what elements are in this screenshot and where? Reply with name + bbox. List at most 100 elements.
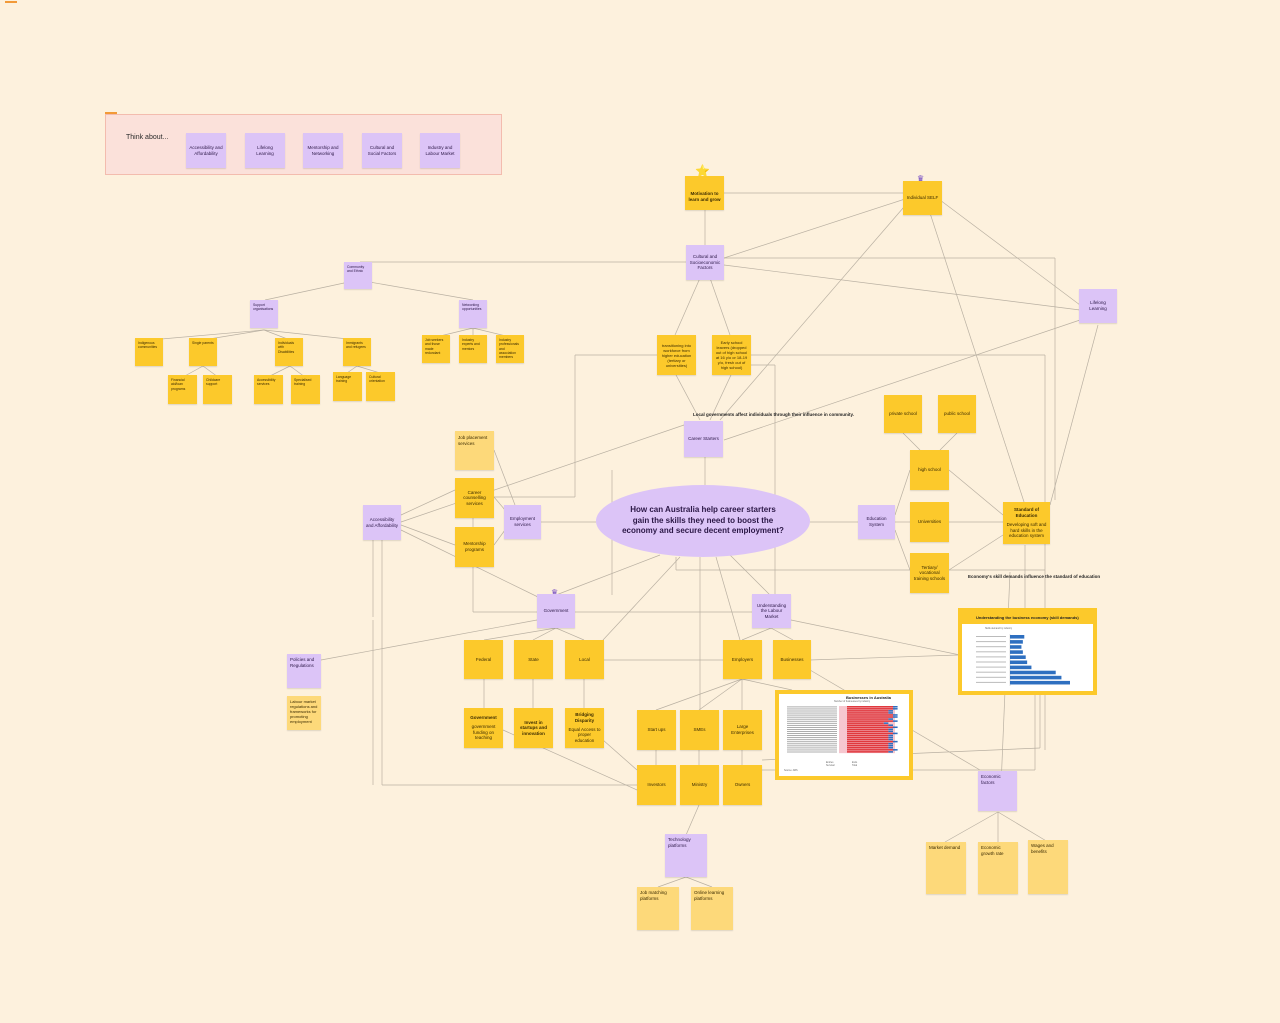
businesses-legend-0: Entries xyxy=(826,761,834,764)
note-wages-benefits[interactable]: Wages and benefits xyxy=(1028,840,1068,894)
note-job-placement[interactable]: Job placement services xyxy=(455,431,494,470)
think-item-cultural[interactable]: Cultural and Social Factors xyxy=(362,133,402,168)
note-market-demand[interactable]: Market demand xyxy=(926,842,966,894)
note-transitioning[interactable]: transitioning into workforce from higher… xyxy=(657,335,696,375)
note-employment-services[interactable]: Employment services xyxy=(504,505,541,539)
note-labour-regulations[interactable]: Labour market regulations and frameworks… xyxy=(287,696,321,730)
note-bridging-disparity[interactable]: Bridging Disparity Equal Access to prope… xyxy=(565,708,604,748)
note-investors[interactable]: Investors xyxy=(637,765,676,805)
note-accessibility-affordability[interactable]: Accessibility and Affordability xyxy=(363,505,401,540)
note-smes[interactable]: SMEs xyxy=(680,710,719,750)
star-icon: ⭐ xyxy=(695,164,710,178)
note-industry-experts[interactable]: Industry experts and mentors xyxy=(459,335,487,363)
skills-bar xyxy=(1010,665,1032,670)
businesses-bar xyxy=(893,720,898,722)
note-state[interactable]: State xyxy=(514,640,553,679)
note-high-school[interactable]: high school xyxy=(910,450,949,490)
businesses-bar xyxy=(847,732,893,735)
note-understanding-labour[interactable]: Understanding the Labour Market xyxy=(752,594,791,628)
note-community[interactable]: Community and Ethnic xyxy=(344,262,372,289)
businesses-bar xyxy=(888,730,893,733)
businesses-bar xyxy=(847,738,889,741)
note-language-training[interactable]: Language training xyxy=(333,372,362,401)
note-financial-aid[interactable]: Financial aid/loan programs xyxy=(168,375,197,404)
note-cultural-factors[interactable]: Cultural and Socioeconomic Factors xyxy=(686,245,724,280)
businesses-bar xyxy=(893,740,898,743)
note-accessibility-services[interactable]: Accessibility services xyxy=(254,375,283,404)
note-job-seekers[interactable]: Job seekers and those made redundant xyxy=(422,335,450,363)
note-disabilities[interactable]: Individuals with Disabilities xyxy=(275,338,303,366)
businesses-bar xyxy=(847,720,893,722)
note-standard-of-education[interactable]: Standard of Education Developing soft an… xyxy=(1003,502,1050,544)
skills-chart-subtitle: Skills demand by industry xyxy=(985,627,1013,630)
note-motivation[interactable]: Motivation to learn and grow xyxy=(685,176,724,210)
note-childcare[interactable]: Childcare support xyxy=(203,375,232,404)
think-item-accessibility[interactable]: Accessibility and Affordability xyxy=(186,133,226,168)
note-support-orgs[interactable]: Support organisations xyxy=(250,300,278,328)
note-career-starters[interactable]: Career Starters xyxy=(684,421,723,457)
businesses-bar-label xyxy=(787,737,837,739)
businesses-bar-label xyxy=(787,710,837,712)
note-technology-platforms[interactable]: Technology platforms xyxy=(665,834,707,877)
note-tertiary[interactable]: Tertiary/ vocational training schools xyxy=(910,553,949,593)
skills-bar-label xyxy=(976,636,1006,637)
note-industry-professionals[interactable]: Industry professionals and association m… xyxy=(496,335,524,363)
note-economic-factors[interactable]: Economic factors xyxy=(978,771,1017,811)
businesses-bar-label xyxy=(787,745,837,747)
businesses-chart xyxy=(779,694,909,776)
think-item-industry[interactable]: Industry and Labour Market xyxy=(420,133,460,168)
skills-demand-svg xyxy=(976,634,1070,686)
note-gov-funding[interactable]: Government government funding on teachin… xyxy=(464,708,503,748)
businesses-bar xyxy=(847,742,889,745)
note-early-school-leavers[interactable]: Early school leavers (dropped out of hig… xyxy=(712,335,751,375)
note-start-ups[interactable]: Start ups xyxy=(637,710,676,750)
note-employers[interactable]: Employers xyxy=(723,640,762,679)
note-large-enterprises[interactable]: Large Enterprises xyxy=(723,710,762,750)
note-federal[interactable]: Federal xyxy=(464,640,503,679)
note-policies[interactable]: Policies and Regulations xyxy=(287,654,321,688)
note-job-matching[interactable]: Job matching platforms xyxy=(637,887,679,930)
note-government[interactable]: Government xyxy=(537,594,575,628)
businesses-chart-subtitle: Number of businesses by industry xyxy=(834,700,871,703)
note-specialised-training[interactable]: Specialised training xyxy=(291,375,320,404)
central-question[interactable]: How can Australia help career starters g… xyxy=(596,485,810,557)
skills-bar-label xyxy=(976,646,1006,648)
note-public-school[interactable]: public school xyxy=(938,395,976,433)
note-cultural-orientation[interactable]: Cultural orientation xyxy=(366,372,395,401)
skills-bar xyxy=(1010,660,1028,665)
note-indigenous[interactable]: Indigenous communities xyxy=(135,338,163,366)
note-lifelong-learning[interactable]: Lifelong Learning xyxy=(1079,289,1117,323)
think-item-mentorship[interactable]: Mentorship and Networking xyxy=(303,133,343,168)
note-economic-growth[interactable]: Economic growth rate xyxy=(978,842,1018,894)
frame-tab xyxy=(105,112,117,114)
skills-bar-label xyxy=(976,656,1006,658)
note-individual-self[interactable]: Individual SELF xyxy=(903,181,942,215)
businesses-bar xyxy=(847,730,889,733)
invest-startups-text: Invest in startups and innovation xyxy=(519,719,547,736)
skills-bar-label xyxy=(976,666,1006,668)
note-single-parents[interactable]: Single parents xyxy=(189,338,217,366)
think-item-lifelong[interactable]: Lifelong Learning xyxy=(245,133,285,168)
note-private-school[interactable]: private school xyxy=(884,395,922,433)
note-universities[interactable]: Universities xyxy=(910,502,949,542)
businesses-bar xyxy=(847,706,893,708)
note-immigrants[interactable]: Immigrants and refugees xyxy=(343,338,371,366)
businesses-bar-label xyxy=(787,724,837,726)
businesses-bar-label xyxy=(787,733,837,734)
note-owners[interactable]: Owners xyxy=(723,765,762,805)
note-networking-opps[interactable]: Networking opportunities xyxy=(459,300,487,328)
note-online-learning[interactable]: Online learning platforms xyxy=(691,887,733,930)
note-career-counselling[interactable]: Career counselling services xyxy=(455,478,494,518)
note-local[interactable]: Local xyxy=(565,640,604,679)
businesses-bar-label xyxy=(787,720,837,722)
note-mentorship-programs[interactable]: Mentorship programs xyxy=(455,527,494,567)
crown-icon: ♛ xyxy=(917,174,925,183)
businesses-bar xyxy=(847,747,889,749)
note-businesses[interactable]: Businesses xyxy=(773,640,811,679)
note-ministry[interactable]: Ministry xyxy=(680,765,719,805)
note-education-system[interactable]: Education System xyxy=(858,505,895,539)
standard-title: Standard of Education xyxy=(1013,506,1039,518)
businesses-bar xyxy=(847,751,889,753)
note-invest-startups[interactable]: Invest in startups and innovation xyxy=(514,708,553,748)
